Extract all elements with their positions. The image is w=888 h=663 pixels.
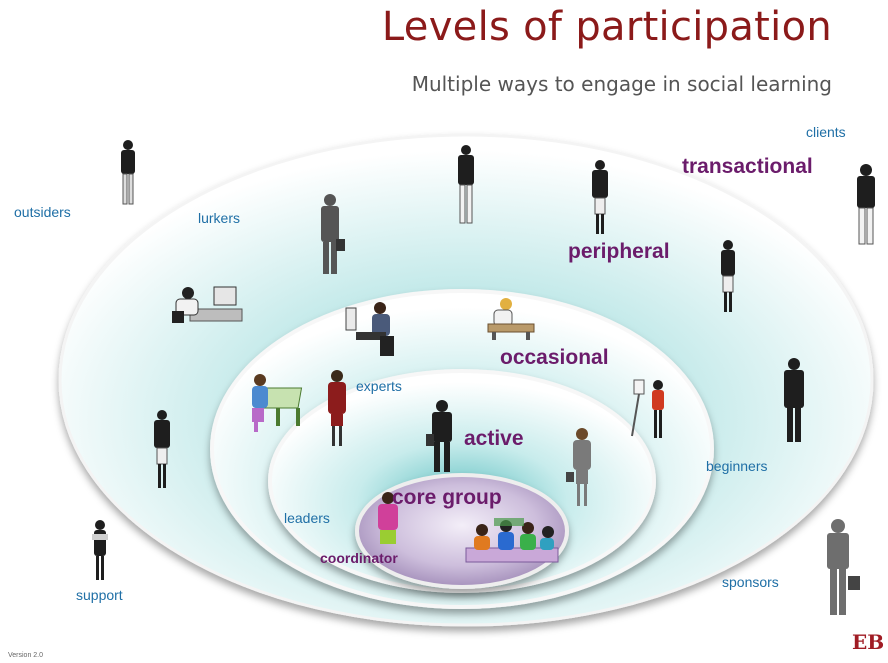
- person-standing-icon: [592, 160, 608, 234]
- role-experts-label: experts: [356, 378, 402, 394]
- role-beginners-label: beginners: [706, 458, 768, 474]
- role-sponsors-label: sponsors: [722, 574, 779, 590]
- page-subtitle: Multiple ways to engage in social learni…: [411, 72, 832, 96]
- level-active-label: active: [464, 427, 524, 450]
- page-title: Levels of participation: [381, 4, 832, 50]
- person-standing-icon: [566, 428, 591, 506]
- person-standing-icon: [631, 379, 664, 438]
- level-occasional-label: occasional: [500, 346, 609, 369]
- level-transactional-label: transactional: [682, 155, 813, 178]
- person-at-computer-icon: [345, 302, 394, 356]
- person-drawing-icon: [252, 374, 303, 432]
- person-standing-icon: [721, 240, 735, 312]
- person-standing-icon: [154, 410, 170, 488]
- person-at-computer-icon: [172, 286, 243, 323]
- level-core-group-label: core group: [392, 486, 502, 509]
- person-standing-icon: [827, 519, 860, 615]
- role-clients-label: clients: [806, 124, 846, 140]
- role-lurkers-label: lurkers: [198, 210, 241, 226]
- person-standing-icon: [458, 145, 474, 224]
- person-standing-icon: [321, 194, 345, 274]
- person-standing-icon: [328, 370, 346, 446]
- role-coordinator-label: coordinator: [320, 550, 398, 566]
- person-drawing-icon: [487, 298, 535, 340]
- person-standing-icon: [784, 358, 804, 442]
- level-peripheral-label: peripheral: [568, 240, 670, 263]
- person-standing-icon: [92, 520, 108, 580]
- person-standing-icon: [426, 400, 452, 472]
- role-leaders-label: leaders: [284, 510, 330, 526]
- brand-logo: EB: [852, 630, 885, 654]
- role-outsiders-label: outsiders: [14, 204, 71, 220]
- role-support-label: support: [76, 587, 123, 603]
- person-standing-icon: [857, 164, 875, 245]
- person-standing-icon: [378, 492, 398, 544]
- group-meeting-icon: [465, 518, 559, 563]
- person-standing-icon: [121, 140, 135, 205]
- version-label: Version 2.0: [8, 652, 44, 659]
